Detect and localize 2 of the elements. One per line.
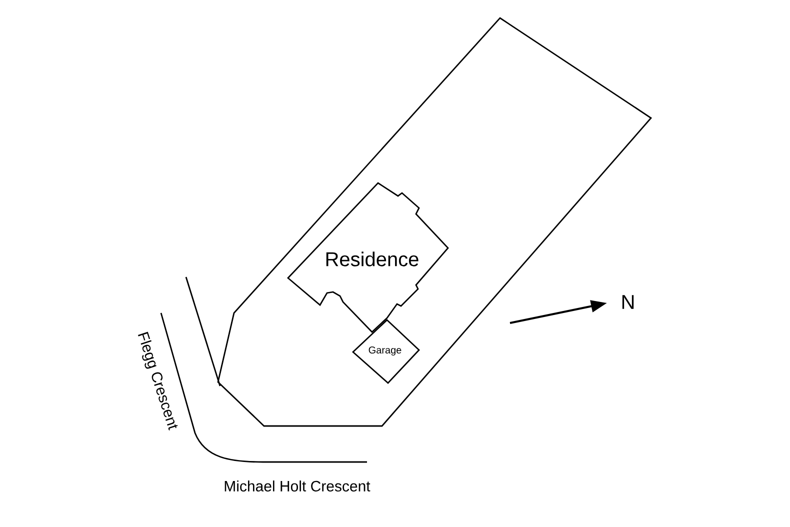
street-name: Michael Holt Crescent	[224, 480, 370, 492]
north-label: N	[622, 295, 634, 309]
